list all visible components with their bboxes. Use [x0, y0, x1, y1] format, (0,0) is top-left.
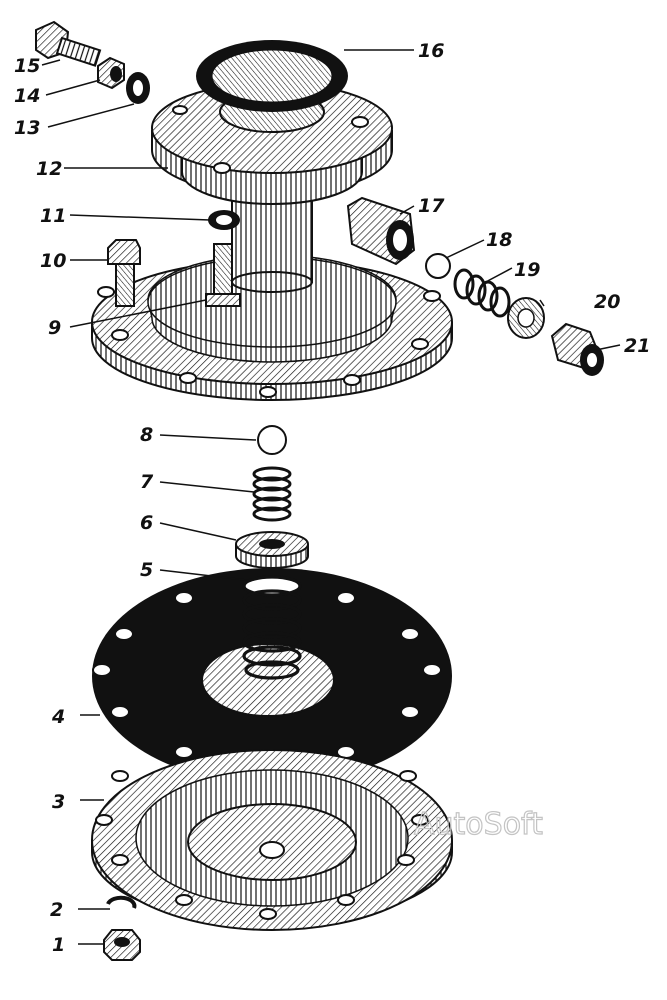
- label-14: 14: [14, 85, 40, 107]
- label-6: 6: [140, 512, 153, 534]
- flange-bolt-holes: [97, 286, 441, 398]
- watermark: AutoSoft: [414, 807, 543, 842]
- stud-9: [205, 243, 241, 307]
- label-17: 17: [418, 195, 445, 217]
- label-12: 12: [36, 158, 62, 180]
- label-10: 10: [40, 250, 66, 272]
- nut-1: [103, 929, 141, 961]
- washer-13: [126, 72, 150, 104]
- label-11: 11: [40, 205, 66, 227]
- diaphragm-4: [92, 568, 452, 784]
- label-18: 18: [486, 229, 512, 251]
- lock-washer-2: [106, 895, 137, 909]
- label-15: 15: [14, 55, 40, 77]
- label-4: 4: [51, 706, 65, 728]
- nut-14: [97, 56, 125, 90]
- stud-10: [107, 239, 141, 307]
- label-21: 21: [624, 335, 650, 357]
- label-19: 19: [514, 259, 540, 281]
- plug-21: [550, 322, 604, 376]
- ball-18: [425, 253, 451, 279]
- spring-19: [453, 268, 511, 318]
- label-9: 9: [48, 317, 61, 339]
- label-5: 5: [140, 559, 153, 581]
- bolt-15: [35, 20, 102, 67]
- lower-cover-3: [91, 749, 453, 931]
- leader-lines: [41, 49, 621, 945]
- label-20: 20: [594, 291, 620, 313]
- washer-20: [507, 297, 545, 339]
- spring-7: [252, 466, 292, 522]
- label-13: 13: [14, 117, 40, 139]
- label-1: 1: [52, 934, 65, 956]
- label-8: 8: [140, 424, 153, 446]
- union-17: [346, 196, 416, 266]
- spring-seat-6: [235, 531, 309, 569]
- spring-5: [242, 575, 302, 680]
- label-16: 16: [418, 40, 444, 62]
- label-7: 7: [140, 471, 154, 493]
- callout-labels: 1 2 3 4 5 6 7 8 9 10 11 12 13 14 15 16 1…: [14, 40, 650, 956]
- upper-cover-flange: [151, 82, 393, 205]
- washer-11: [208, 210, 240, 230]
- seal-ring-16: [196, 40, 348, 112]
- label-2: 2: [50, 899, 63, 921]
- label-3: 3: [52, 791, 65, 813]
- ball-8: [257, 425, 287, 455]
